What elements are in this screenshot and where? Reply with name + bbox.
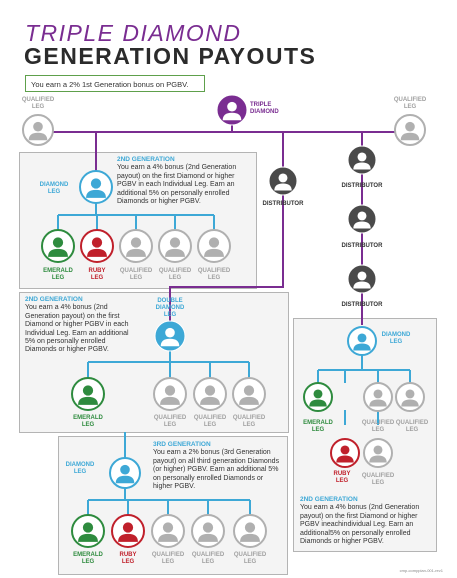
box3-qualified-leg-1-label: QUALIFIED LEG bbox=[151, 552, 185, 565]
qualified-leg-left-person-icon bbox=[22, 114, 54, 146]
box2-text-block: 2ND GENERATION You earn a 4% bonus (2nd … bbox=[25, 296, 135, 355]
box2-qualified-person-icon-3 bbox=[232, 377, 266, 411]
box3-emerald-leg-label: EMERALD LEG bbox=[73, 552, 103, 565]
box2-qualified-person-icon-2 bbox=[193, 377, 227, 411]
box3-diamond-person-icon bbox=[109, 457, 141, 489]
box1-qualified-leg-3-label: QUALIFIED LEG bbox=[197, 268, 231, 281]
box4-qualified-leg-2-label: QUALIFIED LEG bbox=[395, 420, 429, 433]
box2-qualified-leg-2-label: QUALIFIED LEG bbox=[193, 415, 227, 428]
box4-qualified-person-icon-3 bbox=[363, 438, 393, 468]
box4-heading: 2ND GENERATION bbox=[300, 496, 358, 503]
box2-qualified-person-icon-1 bbox=[153, 377, 187, 411]
box2-qualified-leg-1-label: QUALIFIED LEG bbox=[153, 415, 187, 428]
box2-emerald-leg-label: EMERALD LEG bbox=[73, 415, 103, 428]
box4-qualified-person-icon-1 bbox=[363, 382, 393, 412]
qualified-leg-left-label: QUALIFIED LEG bbox=[21, 97, 55, 110]
box1-qualified-person-icon-3 bbox=[197, 229, 231, 263]
box1-qualified-leg-1-label: QUALIFIED LEG bbox=[119, 268, 153, 281]
box4-text-block: 2ND GENERATION You earn a 4% bonus (2nd … bbox=[300, 496, 432, 546]
box3-description: You earn a 2% bonus (3rd Generation payo… bbox=[153, 449, 280, 491]
distributor-label-center: DISTRIBUTOR bbox=[262, 201, 304, 207]
distributor-center-person-icon bbox=[268, 166, 298, 196]
box1-description: You earn a 4% bonus (2nd Generation payo… bbox=[117, 164, 237, 206]
distributor-right-1-person-icon bbox=[347, 145, 377, 175]
box4-qualified-person-icon-2 bbox=[395, 382, 425, 412]
box4-emerald-person-icon bbox=[303, 382, 333, 412]
qualified-leg-right-person-icon bbox=[394, 114, 426, 146]
distributor-right-2-person-icon bbox=[347, 204, 377, 234]
box3-heading: 3RD GENERATION bbox=[153, 441, 211, 448]
box1-emerald-person-icon bbox=[41, 229, 75, 263]
box3-qualified-person-icon-3 bbox=[233, 514, 267, 548]
box4-diamond-leg-label: DIAMOND LEG bbox=[381, 332, 411, 345]
box1-diamond-person-icon bbox=[79, 170, 113, 204]
distributor-label-right-1: DISTRIBUTOR bbox=[341, 183, 383, 189]
triple-diamond-person-icon bbox=[216, 94, 248, 126]
box4-qualified-leg-1-label: QUALIFIED LEG bbox=[361, 420, 395, 433]
triple-diamond-label: TRIPLE DIAMOND bbox=[250, 102, 279, 115]
box1-diamond-leg-label: DIAMOND LEG bbox=[39, 182, 69, 195]
box4-ruby-leg-label: RUBY LEG bbox=[333, 471, 351, 484]
box3-qualified-leg-3-label: QUALIFIED LEG bbox=[233, 552, 267, 565]
box3-emerald-person-icon bbox=[71, 514, 105, 548]
box3-qualified-person-icon-2 bbox=[191, 514, 225, 548]
box-2nd-generation-right bbox=[293, 318, 437, 552]
title-line-2: GENERATION PAYOUTS bbox=[24, 43, 317, 69]
box1-qualified-person-icon-2 bbox=[158, 229, 192, 263]
box2-heading: 2ND GENERATION bbox=[25, 296, 83, 303]
box4-description: You earn a 4% bonus (2nd Generation payo… bbox=[300, 504, 420, 546]
box2-emerald-person-icon bbox=[71, 377, 105, 411]
qualified-leg-right-label: QUALIFIED LEG bbox=[393, 97, 427, 110]
box4-diamond-person-icon bbox=[347, 326, 377, 356]
distributor-label-right-2: DISTRIBUTOR bbox=[341, 243, 383, 249]
box4-emerald-leg-label: EMERALD LEG bbox=[303, 420, 333, 433]
box3-ruby-leg-label: RUBY LEG bbox=[119, 552, 137, 565]
box2-qualified-leg-3-label: QUALIFIED LEG bbox=[232, 415, 266, 428]
box3-qualified-leg-2-label: QUALIFIED LEG bbox=[191, 552, 225, 565]
box1-text-block: 2ND GENERATION You earn a 4% bonus (2nd … bbox=[117, 156, 249, 206]
box3-ruby-person-icon bbox=[111, 514, 145, 548]
box3-qualified-person-icon-1 bbox=[151, 514, 185, 548]
box4-qualified-leg-3-label: QUALIFIED LEG bbox=[361, 473, 395, 486]
box1-qualified-person-icon-1 bbox=[119, 229, 153, 263]
box1-heading: 2ND GENERATION bbox=[117, 156, 175, 163]
box2-description: You earn a 4% bonus (2nd Generation payo… bbox=[25, 304, 129, 354]
box-2nd-generation-top bbox=[19, 152, 257, 289]
box4-ruby-person-icon bbox=[330, 438, 360, 468]
box1-ruby-leg-label: RUBY LEG bbox=[88, 268, 106, 281]
title-line-1: TRIPLE DIAMOND bbox=[25, 20, 242, 46]
footer-code: cmp-comppian-001-rev1 bbox=[399, 568, 443, 573]
box1-ruby-person-icon bbox=[80, 229, 114, 263]
box3-diamond-leg-label: DIAMOND LEG bbox=[65, 462, 95, 475]
box1-emerald-leg-label: EMERALD LEG bbox=[43, 268, 73, 281]
first-generation-note: You earn a 2% 1st Generation bonus on PG… bbox=[25, 75, 205, 92]
box2-double-diamond-person-icon bbox=[154, 320, 186, 352]
box3-text-block: 3RD GENERATION You earn a 2% bonus (3rd … bbox=[153, 441, 283, 491]
box1-qualified-leg-2-label: QUALIFIED LEG bbox=[158, 268, 192, 281]
distributor-right-3-person-icon bbox=[347, 264, 377, 294]
box2-double-diamond-leg-label: DOUBLE DIAMOND LEG bbox=[155, 298, 185, 318]
distributor-label-right-3: DISTRIBUTOR bbox=[341, 302, 383, 308]
